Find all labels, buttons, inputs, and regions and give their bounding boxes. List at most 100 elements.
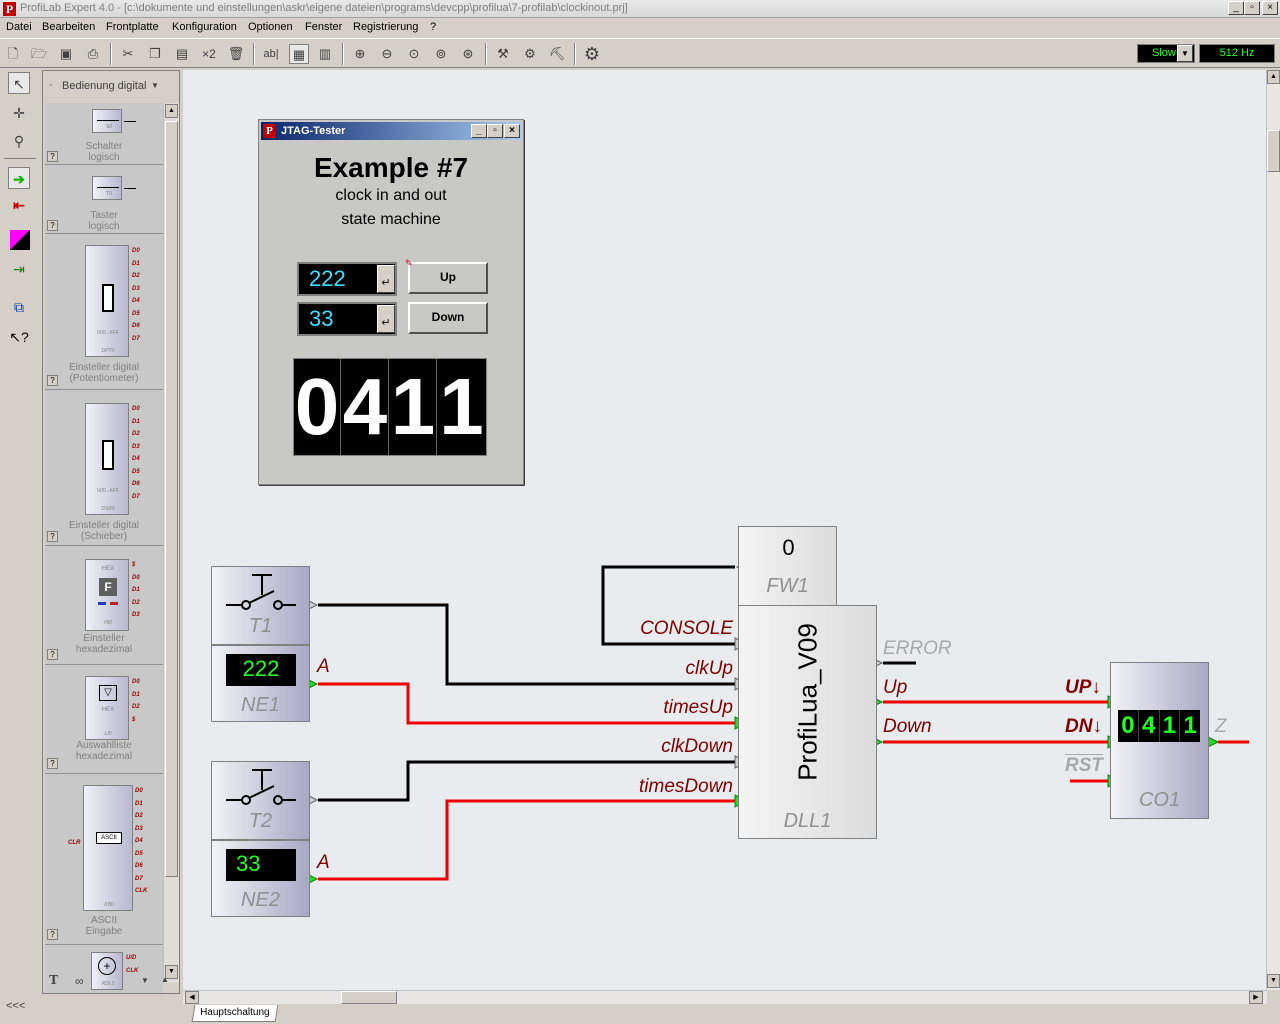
help-icon[interactable]: ? [47, 151, 58, 162]
component-t2[interactable]: T2 [211, 761, 310, 840]
tools-icon[interactable]: ⚒ [497, 46, 509, 61]
print-icon[interactable]: ⎙ [87, 46, 99, 61]
item-pins: D0 D1 D2 D3 D4 D5 D6 D7 [132, 248, 140, 342]
scroll-down-icon[interactable]: ▼ [165, 965, 178, 979]
scroll-down-icon[interactable]: ▼ [1267, 974, 1280, 988]
help-icon[interactable]: ? [47, 375, 58, 386]
enter-icon[interactable]: ↵ [377, 265, 395, 293]
menu-bearbeiten[interactable]: Bearbeiten [42, 21, 96, 33]
vertical-scroll-thumb[interactable] [1267, 130, 1280, 172]
palette-radio-icon[interactable]: ◦ [49, 80, 53, 91]
gear-icon[interactable]: ⚙ [583, 44, 601, 64]
menu-optionen[interactable]: Optionen [248, 21, 293, 33]
help-icon[interactable]: ? [47, 531, 58, 542]
horizontal-scroll-thumb[interactable] [341, 991, 397, 1004]
copy-icon[interactable]: ❐ [149, 46, 161, 61]
menu-frontplatte[interactable]: Frontplatte [106, 21, 159, 33]
compile-icon[interactable]: ⚙ [524, 46, 536, 61]
run-arrow-icon[interactable]: ➔ [8, 167, 30, 189]
open-folder-icon[interactable]: 🗁 [30, 46, 48, 61]
palette-item-einsteller-potentiometer[interactable]: h00...hFF DPT0 D0 D1 D2 D3 D4 D5 D6 D7 E… [45, 235, 163, 390]
zoom-fit-icon[interactable]: ⊙ [408, 46, 420, 61]
binoculars-icon[interactable]: ∞ [75, 974, 84, 988]
component-name: DLL1 [783, 810, 832, 832]
palette-item-einsteller-schieber[interactable]: h00...hFF DSR0 D0 D1 D2 D3 D4 D5 D6 D7 E… [45, 391, 163, 546]
help-pointer-icon[interactable]: ↖? [9, 329, 29, 345]
palette-category[interactable]: Bedienung digital [62, 80, 147, 92]
text-label-icon[interactable]: ab| [263, 48, 279, 60]
palette-item-rdl[interactable]: + RDL0 U/D CLK [45, 946, 163, 993]
help-icon[interactable]: ? [47, 758, 58, 769]
jtag-tester-window[interactable]: P JTAG-Tester _ ▫ × Example #7 clock in … [258, 119, 524, 485]
help-icon[interactable]: ? [47, 929, 58, 940]
component-t1[interactable]: T1 [211, 566, 310, 645]
signal-color-icon[interactable] [10, 230, 30, 250]
component-dll1[interactable]: ProfiLua_V09 DLL1 [738, 605, 877, 839]
maximize-button[interactable]: ▫ [1244, 1, 1260, 15]
up-button[interactable]: Up [408, 262, 488, 294]
palette-item-ascii-eingabe[interactable]: ASCII KB0 CLR D0 D1 D2 D3 D4 D5 D6 D7 CL… [45, 775, 163, 945]
maximize-button[interactable]: ▫ [487, 124, 503, 138]
new-file-icon[interactable]: 🗋 [7, 46, 19, 61]
canvas-horizontal-scrollbar[interactable]: ◀ ▶ [183, 990, 1267, 1004]
page-icon[interactable]: ▥ [318, 46, 332, 61]
pointer-icon[interactable]: ↖ [8, 72, 30, 94]
close-button[interactable]: × [504, 124, 520, 138]
arrow-up-icon[interactable]: ▲ [161, 975, 169, 984]
stop-icon[interactable]: ⇤ [13, 197, 25, 213]
dll-input-console: CONSOLE [640, 618, 733, 639]
menu-konfiguration[interactable]: Konfiguration [172, 21, 237, 33]
jtag-title-bar[interactable]: P JTAG-Tester _ ▫ × [261, 122, 521, 140]
down-button[interactable]: Down [408, 302, 488, 334]
circuit-canvas[interactable]: T1 222 NE1 A T2 33 NE2 A 0 FW1 ProfiLua_… [183, 70, 1267, 990]
menu-fenster[interactable]: Fenster [305, 21, 343, 33]
cut-icon[interactable]: ✂ [122, 46, 134, 61]
close-button[interactable]: × [1262, 1, 1278, 15]
palette-item-auswahlliste[interactable]: ▽ HEX LI0 D0 D1 D2 $ Auswahlliste hexade… [45, 666, 163, 774]
duplicate-icon[interactable]: ×2 [202, 47, 216, 61]
palette-item-einsteller-hexadezimal[interactable]: HEX F HI0 $ D0 D1 D2 D3 Einsteller hexad… [45, 547, 163, 665]
tab-hauptschaltung[interactable]: Hauptschaltung [191, 1005, 278, 1022]
windows-icon[interactable]: ⧉ [14, 299, 24, 315]
save-icon[interactable]: ▣ [59, 46, 73, 61]
palette-item-taster[interactable]: T0 Taster logisch ? [45, 166, 163, 234]
palette-scroll-thumb[interactable] [165, 121, 178, 877]
zoom-100-icon[interactable]: ⊛ [462, 46, 474, 61]
menu-registrierung[interactable]: Registrierung [353, 21, 419, 33]
scroll-left-icon[interactable]: ◀ [185, 991, 199, 1004]
hardware-icon[interactable]: ⛏ [548, 46, 566, 61]
help-icon[interactable]: ? [47, 649, 58, 660]
palette-item-schalter[interactable]: S0 Schalter logisch ? [45, 103, 163, 165]
scroll-up-icon[interactable]: ▲ [1267, 70, 1280, 84]
paste-icon[interactable]: ▤ [175, 46, 189, 61]
menu-datei[interactable]: Datei [6, 21, 32, 33]
zoom-page-icon[interactable]: ⊚ [435, 46, 447, 61]
magnifier-icon[interactable]: ⚲ [13, 133, 25, 149]
scroll-right-icon[interactable]: ▶ [1249, 991, 1263, 1004]
enter-icon[interactable]: ↵ [377, 305, 395, 333]
minimize-button[interactable]: _ [1228, 1, 1244, 15]
scroll-up-icon[interactable]: ▲ [165, 104, 178, 118]
zoom-out-icon[interactable]: ⊖ [381, 46, 393, 61]
chevron-down-icon[interactable]: ▼ [1177, 45, 1193, 62]
component-fw1[interactable]: 0 FW1 [738, 526, 837, 606]
menu-help[interactable]: ? [430, 21, 437, 33]
palette-scrollbar[interactable]: ▲ ▼ [163, 103, 179, 983]
debug-icon[interactable]: ⇥ [13, 261, 25, 277]
component-ne1[interactable]: 222 NE1 [211, 645, 310, 722]
crosshair-icon[interactable]: ✛ [13, 105, 25, 121]
collapse-icon[interactable]: <<< [6, 1000, 26, 1012]
component-co1[interactable]: 0 4 1 1 CO1 [1110, 662, 1209, 819]
chevron-down-icon[interactable]: ▼ [151, 81, 159, 90]
rotary-icon: + RDL0 [91, 952, 123, 990]
co1-digit: 4 [1139, 710, 1160, 742]
help-icon[interactable]: ? [47, 220, 58, 231]
text-tool-icon[interactable]: T [49, 973, 59, 988]
zoom-in-icon[interactable]: ⊕ [354, 46, 366, 61]
canvas-vertical-scrollbar[interactable]: ▲ ▼ [1266, 70, 1280, 990]
minimize-button[interactable]: _ [471, 124, 487, 138]
arrow-down-icon[interactable]: ▼ [141, 976, 149, 985]
delete-icon[interactable]: 🗑 [227, 46, 245, 61]
grid-icon[interactable]: ▦ [289, 44, 309, 64]
component-ne2[interactable]: 33 NE2 [211, 840, 310, 917]
